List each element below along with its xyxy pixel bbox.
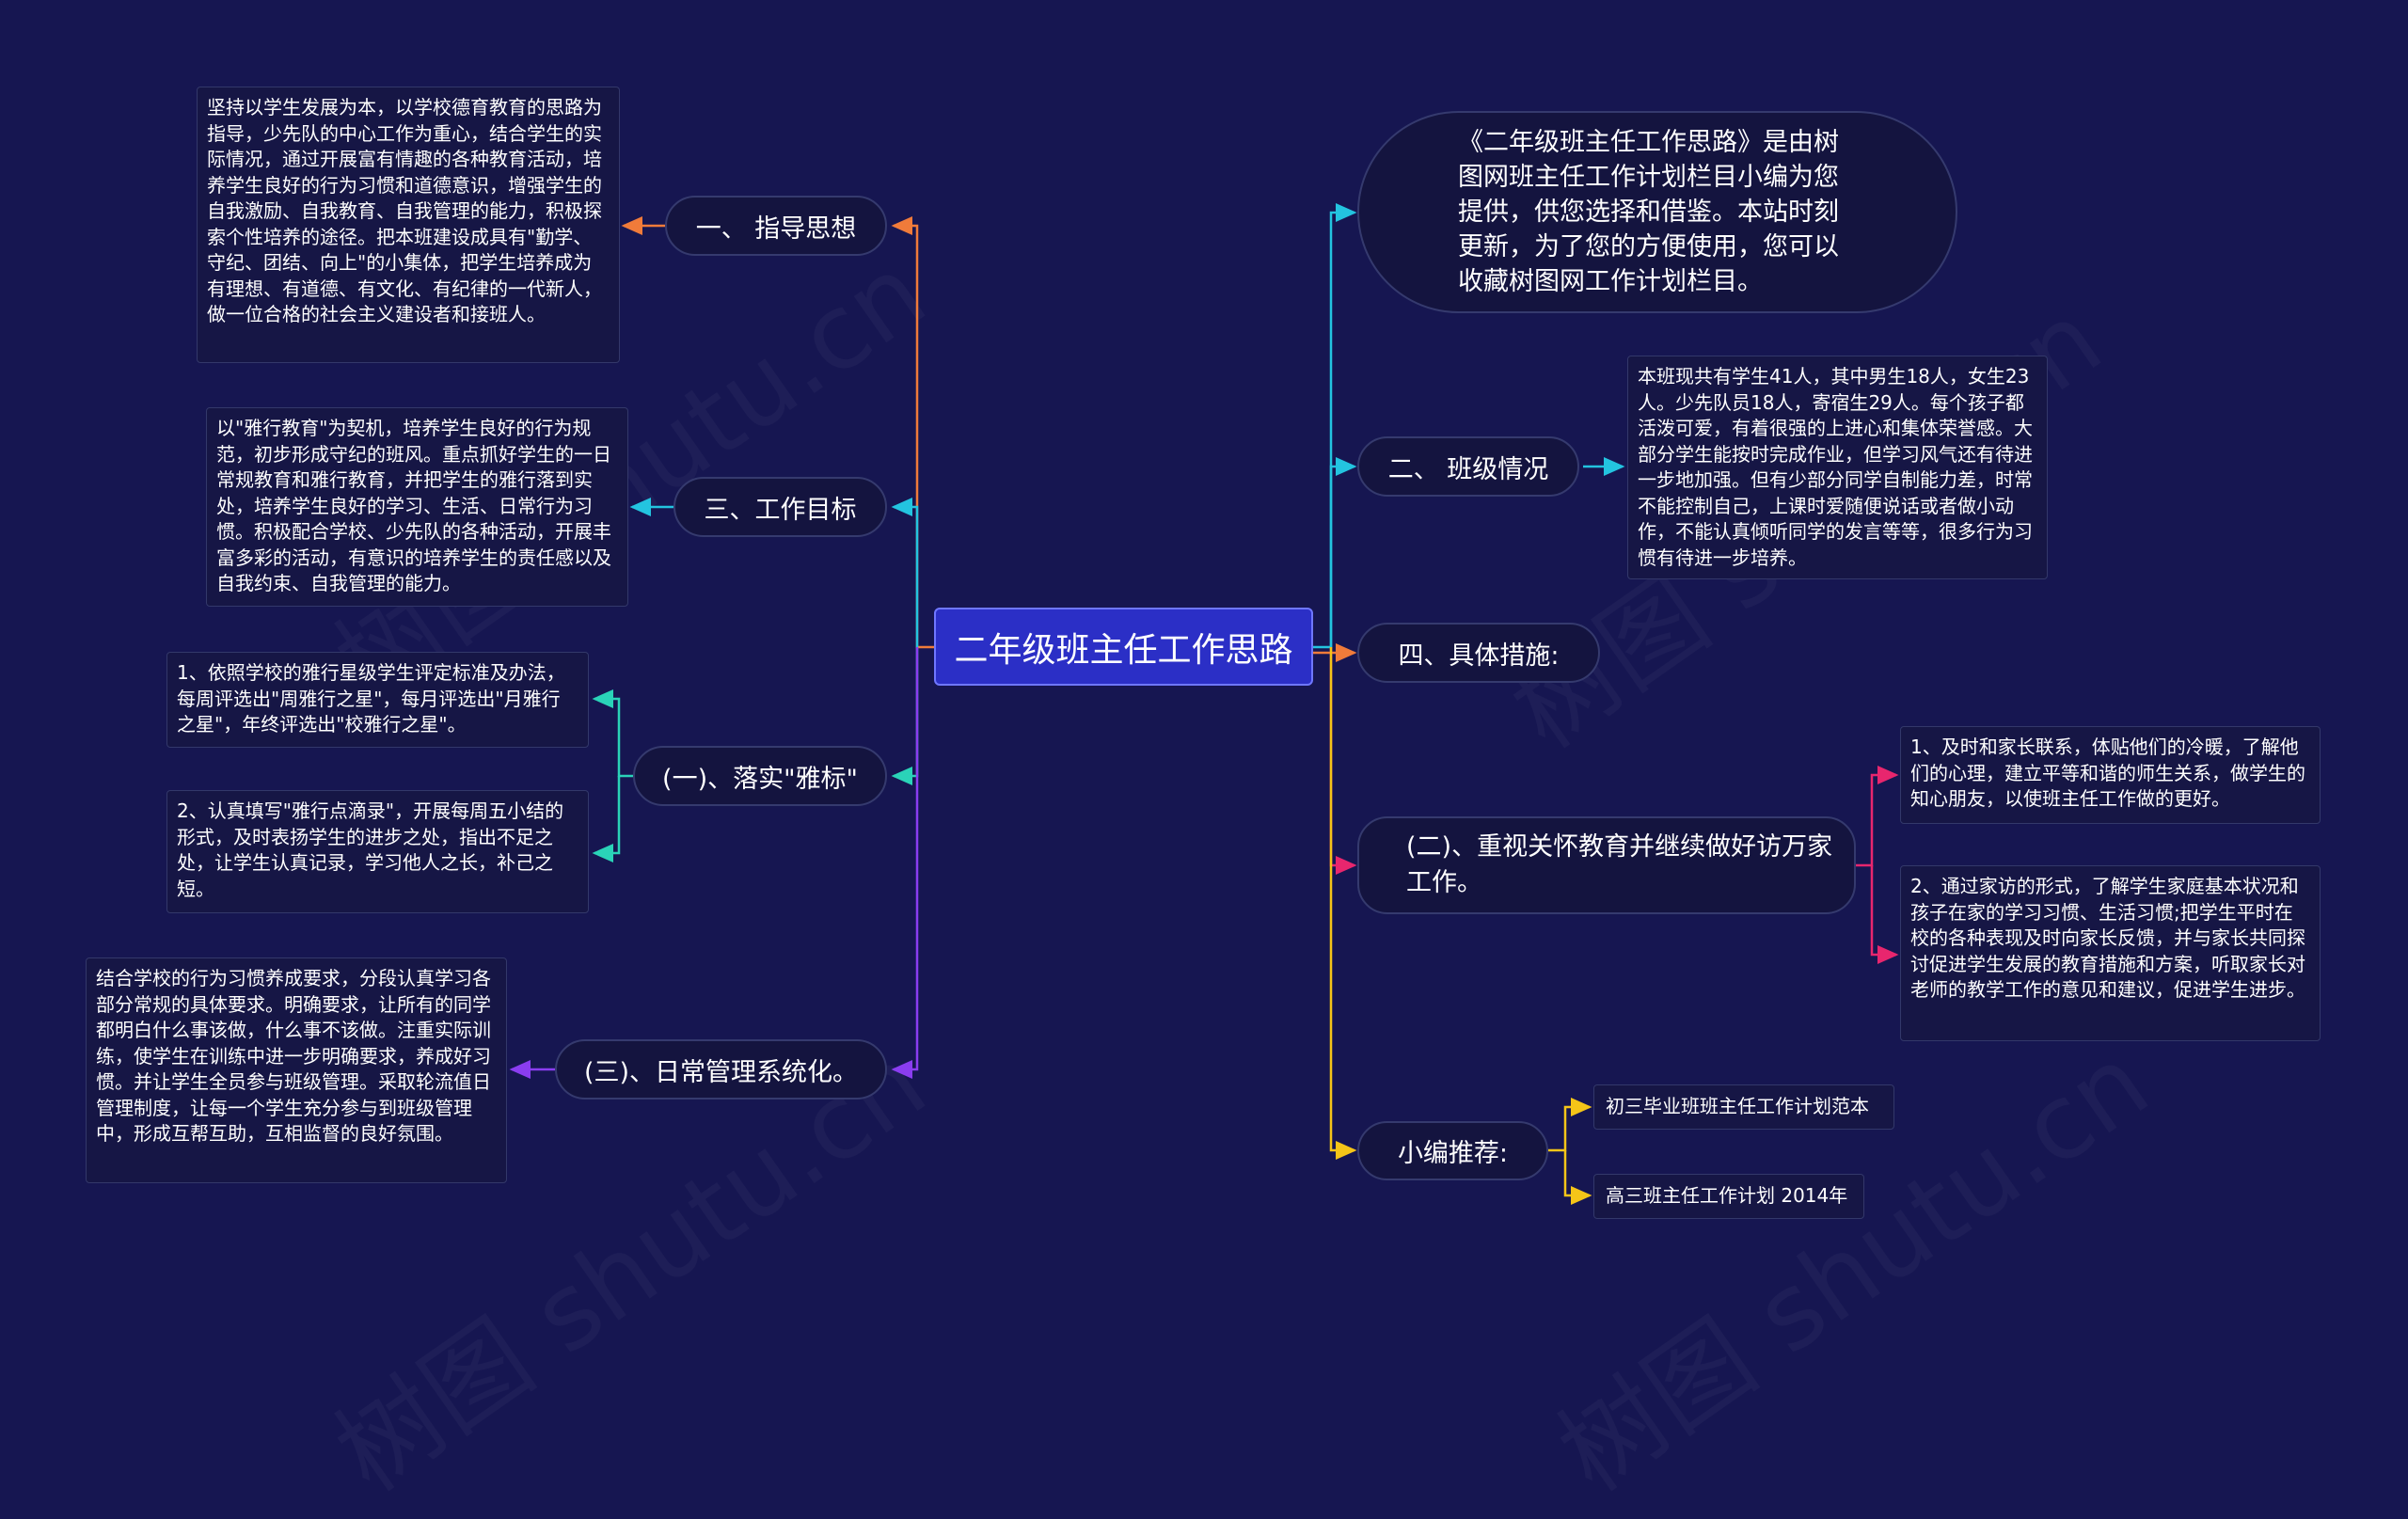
link-family	[1329, 647, 1357, 875]
link-classinfo	[1329, 457, 1357, 647]
link-intro	[1313, 203, 1357, 649]
link-guiding	[891, 216, 934, 649]
intro-text: 《二年级班主任工作思路》是由树图网班主任工作计划栏目小编为您提供，供您选择和借鉴…	[1458, 128, 1839, 296]
leaf-family-item2[interactable]: 2、通过家访的形式，了解学生家庭基本状况和孩子在家的学习习惯、生活习惯;把学生平…	[1900, 865, 2321, 1041]
link-yabiao-leaf2	[592, 776, 621, 862]
topic-recommend[interactable]: 小编推荐:	[1357, 1121, 1548, 1180]
leaf-daily-text[interactable]: 结合学校的行为习惯养成要求，分段认真学习各部分常规的具体要求。明确要求，让所有的…	[86, 957, 507, 1183]
topic-classinfo[interactable]: 二、 班级情况	[1357, 436, 1579, 497]
link-recommend-leaf2	[1563, 1150, 1592, 1205]
leaf-goals-text[interactable]: 以"雅行教育"为契机，培养学生良好的行为规范，初步形成守纪的班风。重点抓好学生的…	[206, 407, 628, 607]
topic-yabiao[interactable]: (一)、落实"雅标"	[633, 746, 887, 806]
link-recommend	[1329, 647, 1357, 1160]
link-family-leaf1	[1855, 766, 1899, 867]
topic-daily[interactable]: (三)、日常管理系统化。	[555, 1039, 887, 1100]
leaf-yabiao-item1[interactable]: 1、依照学校的雅行星级学生评定标准及办法，每周评选出"周雅行之星"，每月评选出"…	[166, 652, 589, 748]
root-topic[interactable]: 二年级班主任工作思路	[934, 608, 1313, 686]
leaf-guiding-text[interactable]: 坚持以学生发展为本，以学校德育教育的思路为指导，少先队的中心工作为重心，结合学生…	[197, 87, 620, 363]
leaf-yabiao-item2[interactable]: 2、认真填写"雅行点滴录"，开展每周五小结的形式，及时表扬学生的进步之处，指出不…	[166, 790, 589, 913]
mind-map-canvas: 树图 shutu.cn 树图 shutu.cn 树图 shutu.cn 树图 s…	[86, 87, 2321, 1219]
topic-family[interactable]: (二)、重视关怀教育并继续做好访万家工作。	[1357, 816, 1856, 914]
topic-measures[interactable]: 四、具体措施:	[1357, 623, 1600, 683]
leaf-classinfo-text[interactable]: 本班现共有学生41人，其中男生18人，女生23人。少先队员18人，寄宿生29人。…	[1627, 356, 2048, 579]
leaf-recommend-item2[interactable]: 高三班主任工作计划 2014年	[1593, 1174, 1864, 1219]
connector-lines	[509, 203, 1899, 1205]
topic-guiding[interactable]: 一、 指导思想	[665, 196, 887, 256]
link-recommend-leaf1	[1548, 1098, 1592, 1152]
topic-goals[interactable]: 三、工作目标	[673, 477, 887, 537]
leaf-family-item1[interactable]: 1、及时和家长联系，体贴他们的冷暖，了解他们的心理，建立平等和谐的师生关系，做学…	[1900, 726, 2321, 824]
leaf-recommend-item1[interactable]: 初三毕业班班主任工作计划范本	[1593, 1084, 1894, 1130]
link-daily	[891, 647, 919, 1079]
link-goals	[891, 498, 919, 647]
link-yabiao-leaf1	[592, 689, 633, 778]
topic-intro[interactable]: 《二年级班主任工作思路》是由树图网班主任工作计划栏目小编为您提供，供您选择和借鉴…	[1357, 111, 1957, 313]
link-family-leaf2	[1870, 865, 1899, 964]
link-yabiao	[891, 647, 919, 785]
